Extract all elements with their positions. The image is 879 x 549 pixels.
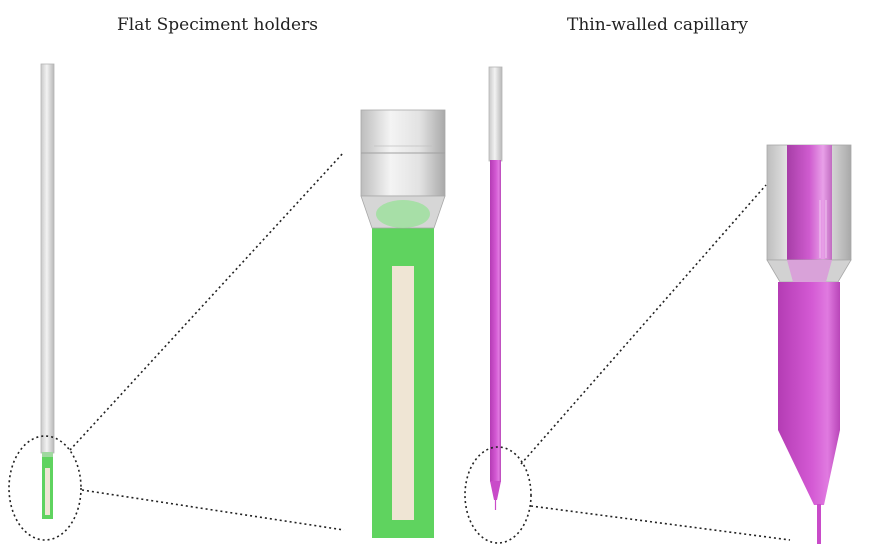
flat-holder-zoom-line-top [69, 151, 345, 451]
capillary-zoom-line-top [520, 184, 767, 465]
capillary-rod [488, 66, 503, 510]
flat-holder-zoom-line-bottom [81, 489, 345, 531]
capillary-zoom-circle [464, 446, 532, 544]
right-panel-title: Thin-walled capillary [567, 15, 749, 35]
flat-holder-rod [40, 63, 55, 519]
flat-holder-zoom-circle [8, 435, 82, 541]
flat-holder-enlarged [360, 109, 446, 538]
capillary-zoom-line-bottom [530, 505, 791, 541]
capillary-enlarged [766, 144, 852, 544]
left-panel-title: Flat Speciment holders [117, 15, 318, 35]
